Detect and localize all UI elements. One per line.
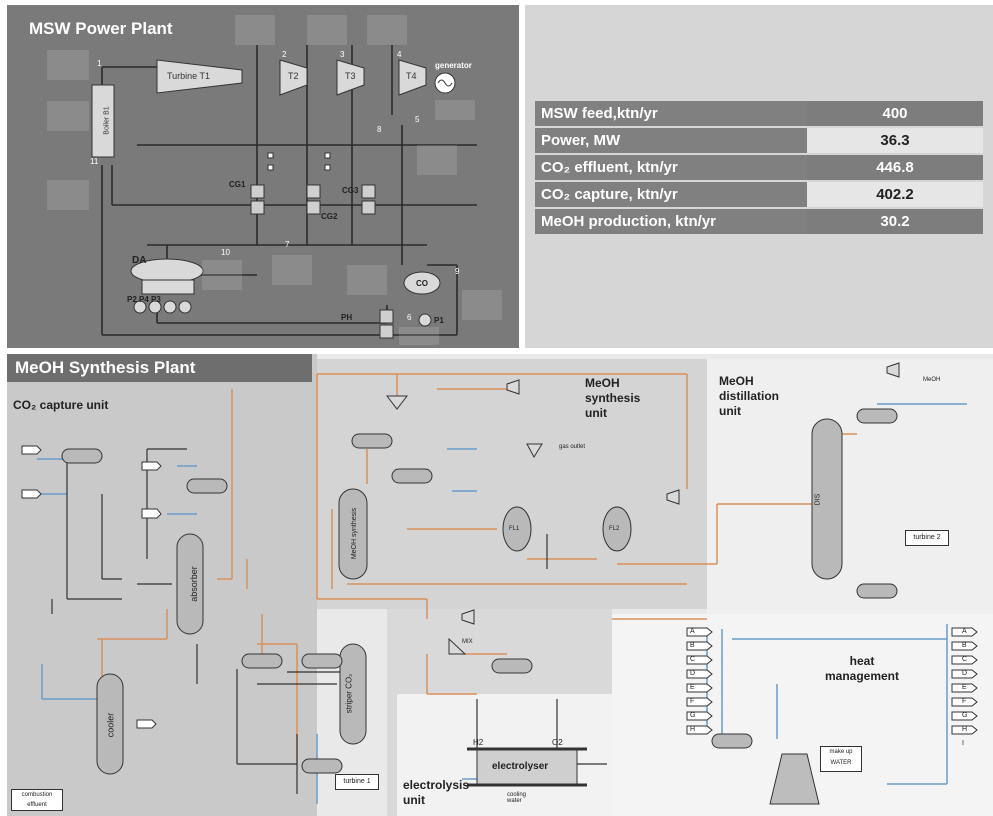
heat-outlet-label: F [962,698,966,705]
condenser-label: CO [416,279,428,288]
co2-capture-unit-title: CO₂ capture unit [13,398,108,413]
generator-label: generator [435,61,472,70]
heat-inlet-label: E [690,684,695,691]
turbine-t3-label: T3 [345,71,356,81]
turbine-t4-label: T4 [406,71,417,81]
p1-label: P1 [434,316,444,325]
table-row: CO₂ effluent, ktn/yr 446.8 [535,154,983,181]
turbine-2-box: turbine 2 [905,530,949,546]
summary-label: CO₂ capture, ktn/yr [535,181,807,208]
table-row: CO₂ capture, ktn/yr 402.2 [535,181,983,208]
h2-label: H2 [473,738,483,747]
synthesis-plant-title: MeOH Synthesis Plant [15,358,195,378]
methanol-outlet-label: MeOH [923,377,940,383]
stream-2: 2 [282,50,286,59]
table-row: MeOH production, ktn/yr 30.2 [535,208,983,235]
stream-5: 5 [415,115,419,124]
summary-value: 30.2 [807,208,983,235]
gas-outlet-label: gas outlet [559,444,589,450]
cg2-label: CG2 [321,212,337,221]
summary-panel: MSW feed,ktn/yr 400 Power, MW 36.3 CO₂ e… [525,5,993,348]
summary-label: Power, MW [535,127,807,154]
absorber-label: absorber [189,566,199,602]
heat-inlet-label: G [690,712,695,719]
summary-label: CO₂ effluent, ktn/yr [535,154,807,181]
mixer-label: MIX [462,639,473,645]
cooler-label: cooler [105,713,115,738]
flash-2-label: FL2 [609,526,619,532]
boiler-label: Boiler B1 [104,106,111,134]
reactor-label: MeOH synthesis [351,508,358,559]
table-row: Power, MW 36.3 [535,127,983,154]
electrolysis-unit-title: electrolysis unit [403,778,473,808]
heat-management-title: heat management [817,654,907,684]
heat-inlet-label: C [690,656,695,663]
cg1-label: CG1 [229,180,245,189]
summary-value: 400 [807,101,983,127]
table-row: MSW feed,ktn/yr 400 [535,101,983,127]
cooling-water-label: cooling water [507,792,537,804]
pumps-label: P2 P4 P3 [127,295,161,304]
stripper-label: striper CO₂ [344,674,353,714]
stream-4: 4 [397,50,401,59]
heat-inlet-label: A [690,628,695,635]
o2-label: O2 [552,738,563,747]
turbine-1-box: turbine 1 [335,774,379,790]
summary-value: 446.8 [807,154,983,181]
heat-outlet-label: D [962,670,967,677]
turbine-t1-label: Turbine T1 [167,71,210,81]
stream-9: 9 [455,267,459,276]
summary-value: 36.3 [807,127,983,154]
heat-inlet-label: B [690,642,695,649]
cg3-label: CG3 [342,186,358,195]
stream-8: 8 [377,125,381,134]
stream-6: 6 [407,313,411,322]
heat-outlet-label: C [962,656,967,663]
summary-label: MSW feed,ktn/yr [535,101,807,127]
heat-inlet-label: F [690,698,694,705]
power-plant-panel: MSW Power Plant [7,5,519,348]
heat-outlet-label: B [962,642,967,649]
meoh-synthesis-unit-title: MeOH synthesis unit [585,376,665,421]
heat-outlet-label: I [962,740,964,747]
summary-value: 402.2 [807,181,983,208]
power-plant-diagram [7,5,519,348]
electrolyser-label: electrolyser [492,761,548,772]
stream-11: 11 [90,157,98,166]
flash-1-label: FL1 [509,526,519,532]
turbine-t2-label: T2 [288,71,299,81]
heat-outlet-label: E [962,684,967,691]
stream-3: 3 [340,50,344,59]
stream-1: 1 [97,59,101,68]
makeup-water-box: make up WATER [820,746,862,772]
ph-label: PH [341,313,352,322]
summary-label: MeOH production, ktn/yr [535,208,807,235]
distillation-column-label: DIS [814,494,821,506]
heat-outlet-label: G [962,712,967,719]
combustion-effluent-box: combustion effluent [11,789,63,811]
synthesis-plant-panel: MeOH Synthesis Plant CO₂ capture unit Me… [7,354,993,816]
heat-inlet-label: H [690,726,695,733]
stream-10: 10 [221,248,230,257]
deaerator-label: DA [132,255,146,266]
heat-outlet-label: A [962,628,967,635]
stream-7: 7 [285,240,289,249]
summary-table: MSW feed,ktn/yr 400 Power, MW 36.3 CO₂ e… [535,101,983,236]
heat-inlet-label: D [690,670,695,677]
meoh-distillation-unit-title: MeOH distillation unit [719,374,799,419]
heat-outlet-label: H [962,726,967,733]
